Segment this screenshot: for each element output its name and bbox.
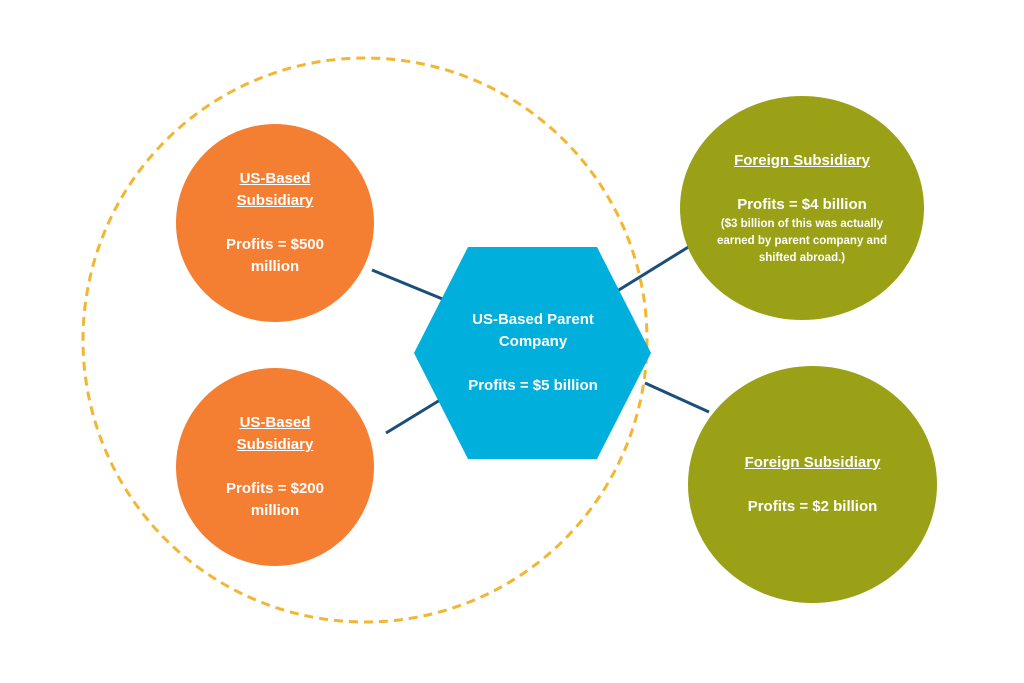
us-subsidiary-node-2: US-Based Subsidiary Profits = $200 milli… — [176, 368, 374, 566]
us-boundary-circle — [81, 56, 649, 624]
us-subsidiary-2-title: US-Based Subsidiary — [236, 414, 314, 453]
foreign-subsidiary-node-1: Foreign Subsidiary Profits = $4 billion … — [680, 96, 924, 320]
parent-company-node: US-Based Parent Company Profits = $5 bil… — [415, 247, 651, 459]
connector-foreign-sub-2 — [644, 381, 710, 414]
parent-title: US-Based Parent Company — [472, 311, 594, 350]
connector-us-sub-2 — [385, 395, 446, 435]
foreign-subsidiary-2-profit: Profits = $2 billion — [747, 497, 878, 515]
us-subsidiary-1-profit: Profits = $500 million — [226, 236, 324, 275]
foreign-subsidiary-node-2: Foreign Subsidiary Profits = $2 billion — [688, 366, 937, 603]
foreign-subsidiary-1-profit: Profits = $4 billion — [737, 195, 867, 213]
us-subsidiary-2-profit: Profits = $200 million — [226, 480, 324, 519]
foreign-subsidiary-2-title: Foreign Subsidiary — [744, 453, 881, 471]
connector-foreign-sub-1 — [613, 244, 691, 295]
us-subsidiary-node-1: US-Based Subsidiary Profits = $500 milli… — [176, 124, 374, 322]
parent-hexagon — [414, 247, 651, 459]
connector-us-sub-1 — [371, 268, 446, 302]
foreign-subsidiary-1-title: Foreign Subsidiary — [734, 151, 870, 169]
foreign-subsidiary-1-note: ($3 billion of this was actually earned … — [717, 217, 887, 264]
parent-profit: Profits = $5 billion — [468, 377, 598, 394]
us-subsidiary-1-title: US-Based Subsidiary — [236, 170, 314, 209]
